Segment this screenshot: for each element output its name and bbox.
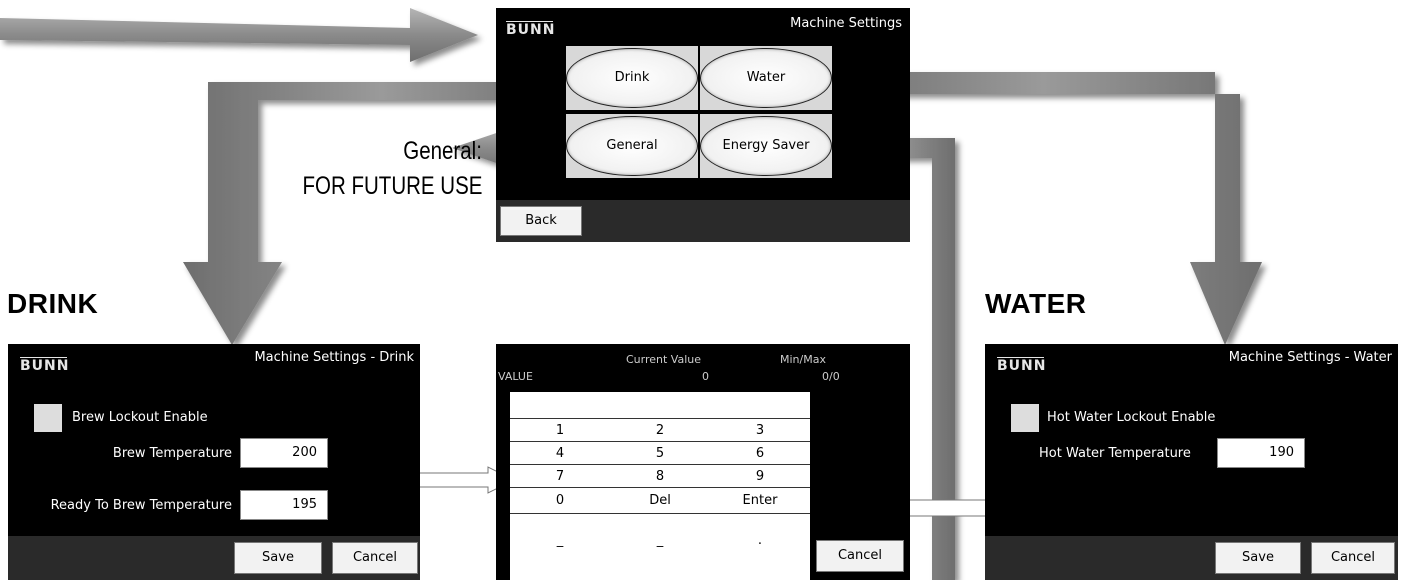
drink-arrow (183, 82, 580, 345)
back-button[interactable]: Back (500, 206, 582, 236)
keypad-screen: Current Value Min/Max VALUE 0 0/0 1 2 3 … (496, 344, 910, 580)
general-note-line1: General: (403, 137, 482, 165)
drink-settings-screen: BUNN Machine Settings - Drink Brew Locko… (8, 344, 420, 580)
key-0[interactable]: 0 (510, 487, 610, 513)
minmax-value: 0/0 (822, 370, 840, 383)
energy-saver-button[interactable]: Energy Saver (700, 116, 832, 176)
bunn-logo: BUNN (997, 357, 1047, 374)
bottom-bar: Save Cancel (8, 536, 420, 580)
page-title: Machine Settings - Water (1228, 350, 1392, 365)
key-1[interactable]: 1 (510, 418, 610, 441)
value-label: VALUE (498, 370, 533, 383)
key-8[interactable]: 8 (610, 464, 710, 487)
entry-arrow (0, 8, 478, 62)
hot-water-lockout-checkbox[interactable] (1011, 404, 1039, 432)
keypad-grid: 1 2 3 4 5 6 7 8 9 0 Del Enter _ _ . (510, 392, 810, 580)
cancel-button[interactable]: Cancel (1311, 542, 1395, 574)
key-underscore[interactable]: _ (510, 513, 610, 580)
key-5[interactable]: 5 (610, 441, 710, 464)
drink-section-header: DRINK (7, 288, 99, 319)
key-underscore[interactable]: _ (610, 513, 710, 580)
key-3[interactable]: 3 (710, 418, 810, 441)
minmax-header: Min/Max (780, 353, 826, 366)
key-del[interactable]: Del (610, 487, 710, 513)
water-settings-screen: BUNN Machine Settings - Water Hot Water … (985, 344, 1398, 580)
value-entry-display (510, 392, 810, 418)
bunn-logo: BUNN (20, 357, 70, 374)
save-button[interactable]: Save (234, 542, 322, 574)
save-button[interactable]: Save (1215, 542, 1301, 574)
energy-saver-arrow (825, 138, 955, 580)
hot-water-temp-field[interactable]: 190 (1217, 438, 1305, 468)
general-note-line2: FOR FUTURE USE (302, 172, 482, 200)
key-6[interactable]: 6 (710, 441, 810, 464)
cancel-button[interactable]: Cancel (816, 540, 904, 572)
key-period[interactable]: . (710, 513, 810, 580)
hot-water-lockout-label: Hot Water Lockout Enable (1047, 410, 1216, 425)
bottom-bar: Back (496, 200, 910, 242)
cancel-button[interactable]: Cancel (332, 542, 418, 574)
page-title: Machine Settings (790, 16, 902, 31)
brew-temp-field[interactable]: 200 (240, 438, 328, 468)
water-section-header: WATER (985, 288, 1087, 319)
ready-temp-label: Ready To Brew Temperature (50, 498, 232, 513)
general-button[interactable]: General (566, 116, 698, 176)
ready-temp-field[interactable]: 195 (240, 490, 328, 520)
brew-lockout-checkbox[interactable] (34, 404, 62, 432)
current-value: 0 (702, 370, 709, 383)
bunn-logo: BUNN (506, 21, 556, 38)
key-2[interactable]: 2 (610, 418, 710, 441)
bottom-bar: Save Cancel (985, 536, 1398, 580)
water-button[interactable]: Water (700, 48, 832, 108)
brew-lockout-label: Brew Lockout Enable (72, 410, 208, 425)
key-enter[interactable]: Enter (710, 487, 810, 513)
brew-temp-label: Brew Temperature (112, 446, 232, 461)
key-7[interactable]: 7 (510, 464, 610, 487)
hot-water-temp-label: Hot Water Temperature (1039, 446, 1191, 461)
machine-settings-screen: BUNN Machine Settings Drink Water Genera… (496, 8, 910, 242)
current-value-header: Current Value (626, 353, 702, 366)
water-arrow (825, 72, 1262, 345)
drink-button[interactable]: Drink (566, 48, 698, 108)
key-4[interactable]: 4 (510, 441, 610, 464)
key-9[interactable]: 9 (710, 464, 810, 487)
page-title: Machine Settings - Drink (254, 350, 414, 365)
